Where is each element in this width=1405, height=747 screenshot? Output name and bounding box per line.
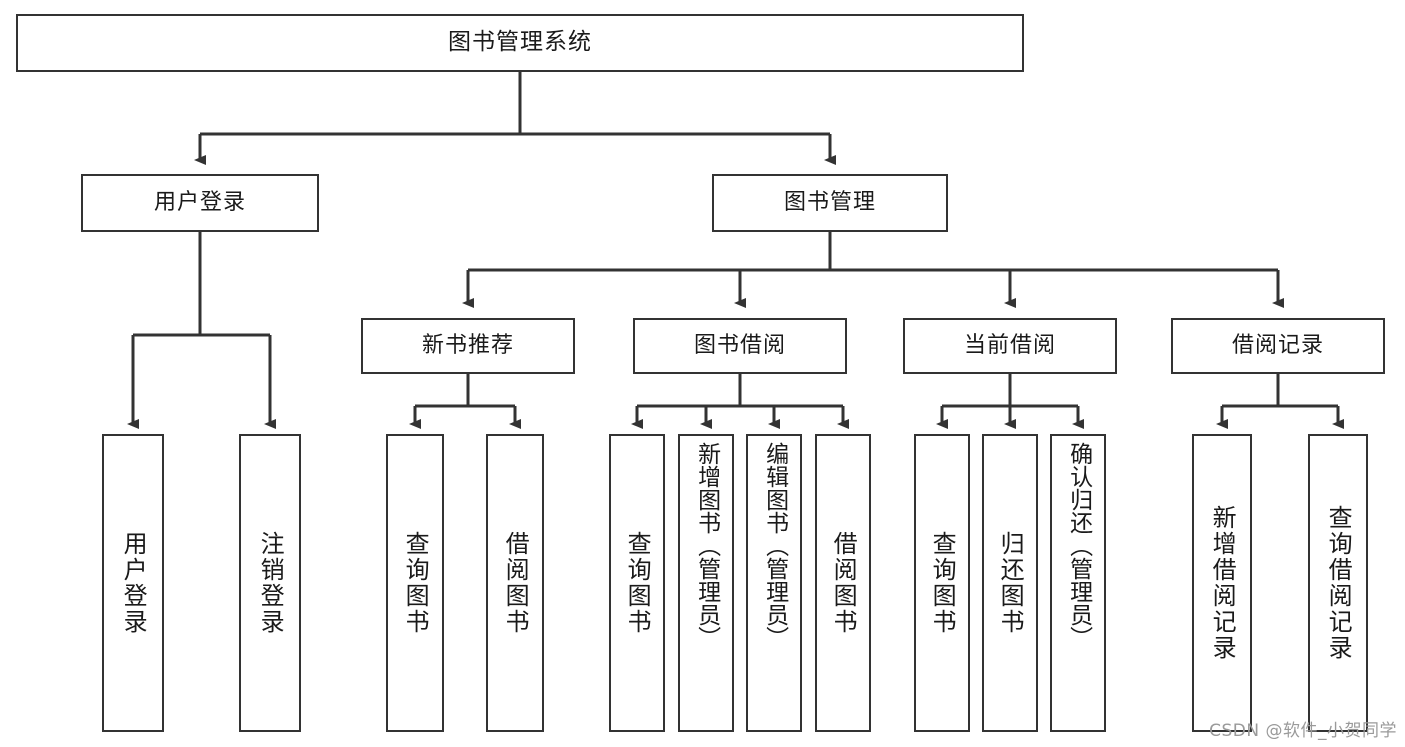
node-new-book-recommend[interactable]: 新书推荐	[361, 318, 575, 374]
node-root[interactable]: 图书管理系统	[16, 14, 1024, 72]
leaf-borrow-book[interactable]: 借阅图书	[815, 434, 871, 732]
leaf-edit-book-admin[interactable]: 编辑图书（管理员）	[746, 434, 802, 732]
node-user-login[interactable]: 用户登录	[81, 174, 319, 232]
node-book-manage[interactable]: 图书管理	[712, 174, 948, 232]
node-borrow-record[interactable]: 借阅记录	[1171, 318, 1385, 374]
leaf-query-borrow-record[interactable]: 查询借阅记录	[1308, 434, 1368, 732]
leaf-confirm-return-admin[interactable]: 确认归还（管理员）	[1050, 434, 1106, 732]
leaf-query-book-current[interactable]: 查询图书	[914, 434, 970, 732]
leaf-query-book-borrow[interactable]: 查询图书	[609, 434, 665, 732]
node-book-borrow[interactable]: 图书借阅	[633, 318, 847, 374]
leaf-return-book[interactable]: 归还图书	[982, 434, 1038, 732]
leaf-add-book-admin[interactable]: 新增图书（管理员）	[678, 434, 734, 732]
leaf-add-borrow-record[interactable]: 新增借阅记录	[1192, 434, 1252, 732]
leaf-borrow-book-recommend[interactable]: 借阅图书	[486, 434, 544, 732]
leaf-logout[interactable]: 注销登录	[239, 434, 301, 732]
node-current-borrow[interactable]: 当前借阅	[903, 318, 1117, 374]
csdn-watermark: CSDN @软件_小贺同学	[1209, 721, 1397, 741]
leaf-user-login[interactable]: 用户登录	[102, 434, 164, 732]
leaf-query-book-recommend[interactable]: 查询图书	[386, 434, 444, 732]
